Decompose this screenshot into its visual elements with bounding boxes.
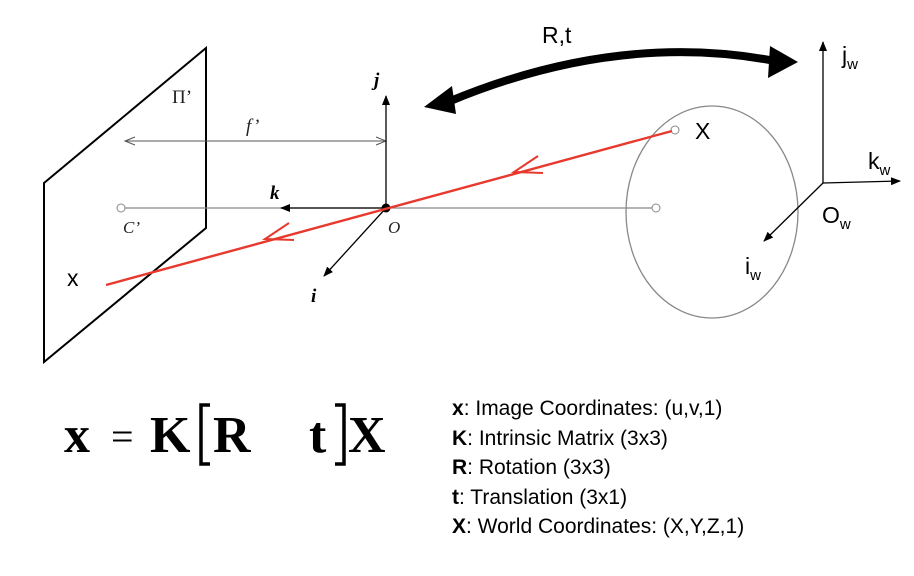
world-axis-i [763,182,824,242]
world-axis-k-sub: w [879,162,891,179]
world-point-label: X [695,118,710,144]
world-axis-i-base: i [745,253,750,279]
legend-item: t: Translation (3x1) [452,483,744,513]
axis-i-label: i [311,286,317,307]
equation-K: K [150,407,191,464]
legend-symbol: x [452,397,464,420]
equation-t: t [309,407,327,464]
transform-arrow-head-right [768,46,798,78]
world-point-marker [670,125,680,135]
equation-R: R [213,407,252,464]
world-axis-j-base: j [841,42,847,68]
legend-description: : Translation (3x1) [459,485,628,509]
symbol-legend: x: Image Coordinates: (u,v,1)K: Intrinsi… [452,394,744,542]
focal-arrow-left [123,136,136,146]
legend-item: X: World Coordinates: (X,Y,Z,1) [452,512,744,542]
world-axis-j-sub: w [846,56,858,73]
legend-description: : Intrinsic Matrix (3x3) [467,426,668,450]
world-axis-k [822,177,901,186]
image-point-label: x [67,265,79,291]
world-origin-label: Ow [822,202,851,233]
legend-item: K: Intrinsic Matrix (3x3) [452,424,744,454]
axis-k-label: k [270,183,280,204]
equation-lhs: x [64,407,90,464]
legend-description: : World Coordinates: (X,Y,Z,1) [466,515,745,538]
legend-symbol: t [452,485,459,509]
world-origin-sub: w [839,216,851,233]
transform-arrow-head-left [424,86,456,114]
equation-X: X [348,407,386,464]
equation-right-bracket [335,403,346,466]
transform-label: R,t [542,22,572,48]
camera-axis-i [323,207,387,277]
legend-symbol: X [452,515,467,538]
principal-point-label: C’ [123,218,140,237]
ray-direction-arrow [510,155,544,174]
legend-description: : Image Coordinates: (u,v,1) [463,397,723,420]
image-plane-label: Π’ [172,87,192,108]
principal-point-marker [116,203,126,213]
world-point-region [625,105,799,319]
legend-symbol: R [452,456,468,479]
projection-ray [105,129,673,287]
world-point-projection-marker [651,203,661,213]
camera-center-label: O [388,218,400,237]
equation-equals: = [111,414,134,459]
ray-direction-arrow [261,222,295,241]
legend-item: R: Rotation (3x3) [452,453,744,483]
legend-symbol: K [452,426,468,450]
image-plane [43,45,207,365]
world-axis-k-label: kw [868,148,891,179]
world-axis-j-label: jw [841,42,858,73]
focal-length-label: f’ [246,116,259,137]
world-axis-k-base: k [868,148,880,174]
axis-j-label: j [371,70,380,91]
legend-item: x: Image Coordinates: (u,v,1) [452,394,744,424]
equation-left-bracket [199,403,210,466]
world-axis-i-label: iw [745,253,761,284]
legend-description: : Rotation (3x3) [467,456,611,479]
transform-arrow [444,48,784,106]
world-axis-i-sub: w [749,267,761,284]
projection-equation: x = K R t X [64,407,386,464]
world-origin-base: O [822,202,840,228]
